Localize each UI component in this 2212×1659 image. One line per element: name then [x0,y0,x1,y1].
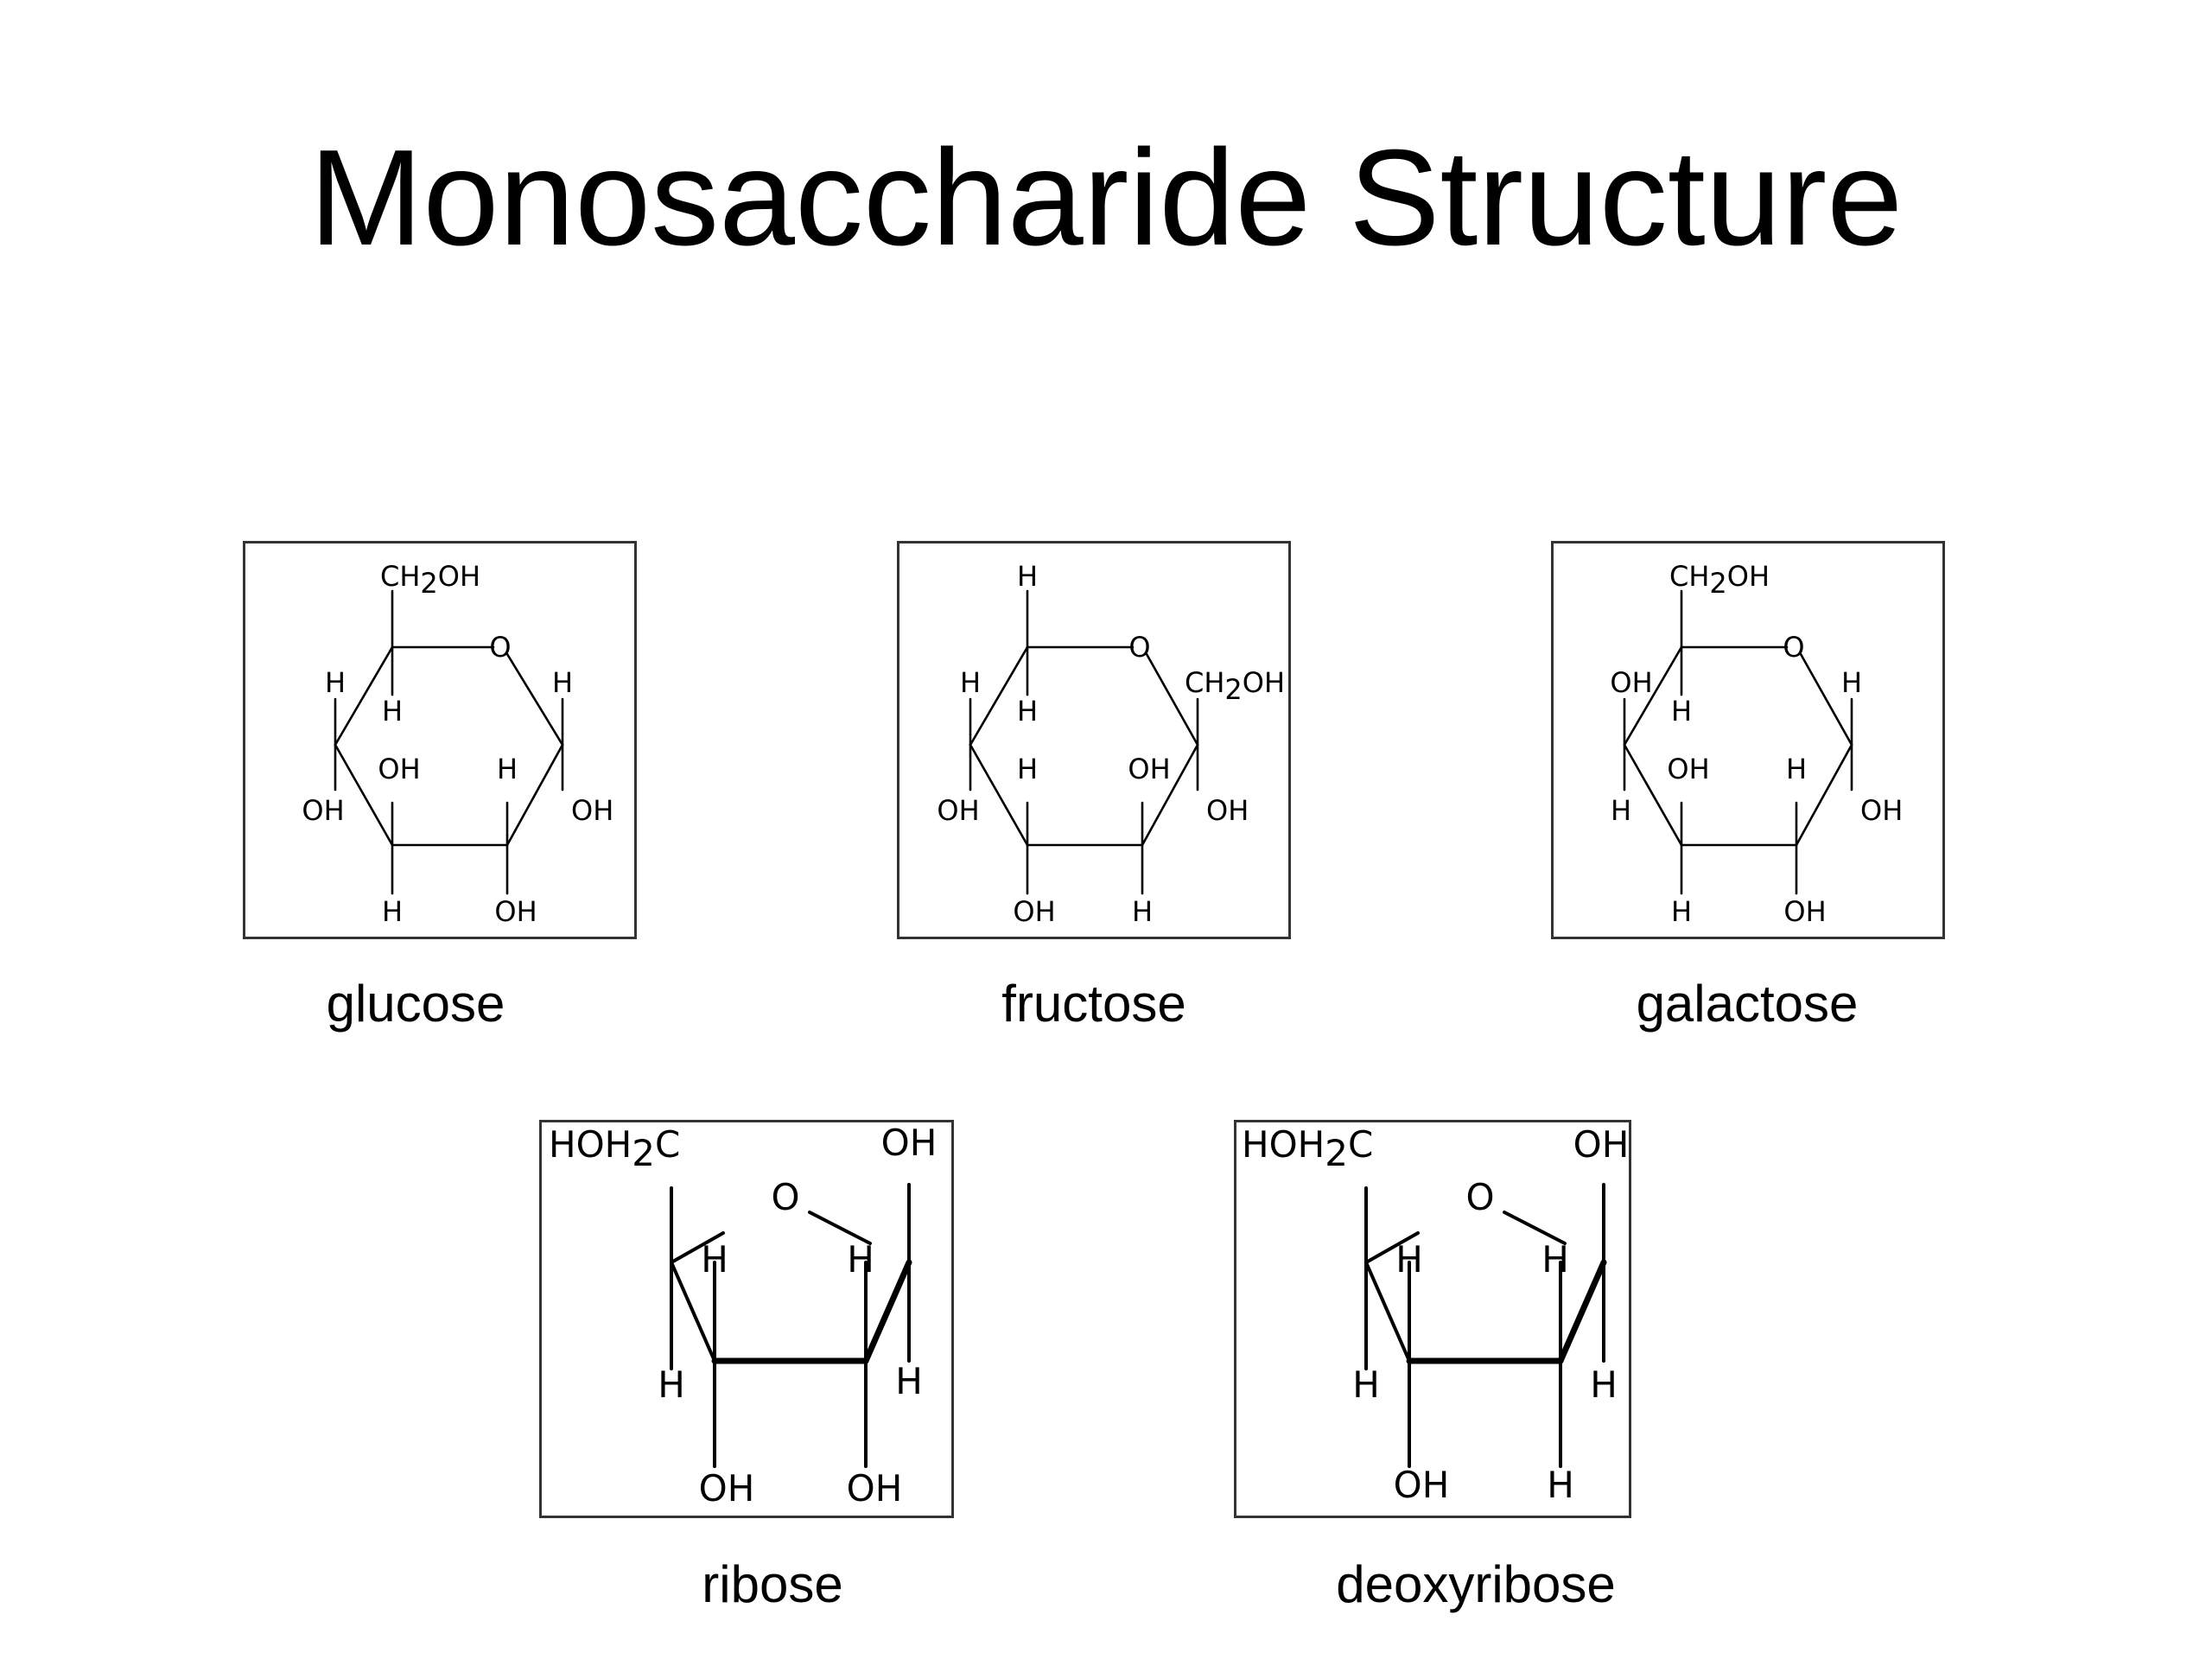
c4-oh-label: OH [937,794,979,827]
galactose-ring-diagram: O CH2OH H H OH OH H OH H H OH [1610,560,1903,928]
c5-h-label: H [1017,695,1038,728]
glucose-label: glucose [326,975,505,1033]
ring-oxygen-label: O [1783,631,1804,664]
c1-oh-label: OH [1573,1123,1630,1166]
c4-h-label: H [701,1238,728,1281]
c2-h-label: H [1547,1464,1574,1506]
c3-h-label: H [1017,753,1038,785]
c4-h-label: H [1395,1238,1423,1281]
deoxyribose-ring-diagram: HOH2C OH O H H H H OH H [1242,1123,1630,1506]
galactose-label: galactose [1636,975,1859,1033]
ring-oxygen-label: O [489,631,511,664]
c4-oh-label: OH [1610,666,1652,699]
c1-ch2oh-label: CH2OH [1185,666,1285,706]
glucose-ring-diagram: O CH2OH H H OH H OH OH H H OH [302,560,613,928]
ribose-structure: HOH2C OH O H H H H OH OH [539,1120,954,1518]
c3-oh-label: OH [1394,1464,1450,1506]
galactose-structure: O CH2OH H H OH OH H OH H H OH [1551,541,1945,939]
c4-h-label: H [960,666,981,699]
c1-h-down-label: H [895,1360,923,1402]
c4-h-down-label: H [1352,1363,1380,1406]
deoxyribose-label: deoxyribose [1336,1555,1616,1613]
c2-h-label: H [1132,895,1153,928]
c5-hoh2c-label: HOH2C [1242,1123,1373,1174]
ring-oxygen-label: O [771,1176,799,1218]
deoxyribose-structure: HOH2C OH O H H H H OH H [1234,1120,1631,1518]
c1-h-label: H [1541,1238,1569,1281]
c3-oh-label: OH [378,753,420,785]
c6-h-label: H [1017,560,1038,593]
c2-oh-label: OH [847,1467,903,1510]
ring-oxygen-label: O [1128,631,1150,664]
c2-h-label: H [1786,753,1807,785]
c4-oh-label: OH [302,794,344,827]
c1-oh-label: OH [1206,794,1249,827]
c6-ch-label: CH2OH [380,560,480,600]
fructose-ring-diagram: O H H CH2OH OH H OH H OH OH H [937,560,1285,928]
c6-ch-label: CH2OH [1669,560,1770,600]
c5-h-label: H [382,695,403,728]
c4-h-down-label: H [658,1363,685,1406]
c3-h-label: H [1671,895,1692,928]
c2-oh-label: OH [1128,753,1170,785]
c5-h-label: H [1671,695,1692,728]
c2-h-label: H [497,753,518,785]
c1-oh-label: OH [571,794,613,827]
c3-h-label: H [382,895,403,928]
c1-h-label: H [847,1238,874,1281]
slide-title: Monosaccharide Structure [308,122,1904,274]
fructose-structure: O H H CH2OH OH H OH H OH OH H [897,541,1291,939]
c3-oh-label: OH [699,1467,755,1510]
ribose-ring-diagram: HOH2C OH O H H H H OH OH [549,1122,938,1510]
ring-oxygen-label: O [1465,1176,1494,1218]
c1-oh-label: OH [881,1122,938,1164]
c4-h-label: H [325,666,346,699]
ribose-label: ribose [702,1555,843,1613]
c1-oh-label: OH [1860,794,1903,827]
c4-h-label: H [1611,794,1631,827]
c2-oh-label: OH [494,895,537,928]
fructose-label: fructose [1001,975,1186,1033]
c1-h-down-label: H [1590,1363,1618,1406]
c1-h-label: H [552,666,573,699]
c5-hoh2c-label: HOH2C [549,1123,680,1174]
c2-oh-label: OH [1783,895,1826,928]
c3-oh-label: OH [1667,753,1709,785]
c3-oh-label: OH [1013,895,1055,928]
glucose-structure: O CH2OH H H OH H OH OH H H OH [243,541,637,939]
c1-h-label: H [1841,666,1862,699]
